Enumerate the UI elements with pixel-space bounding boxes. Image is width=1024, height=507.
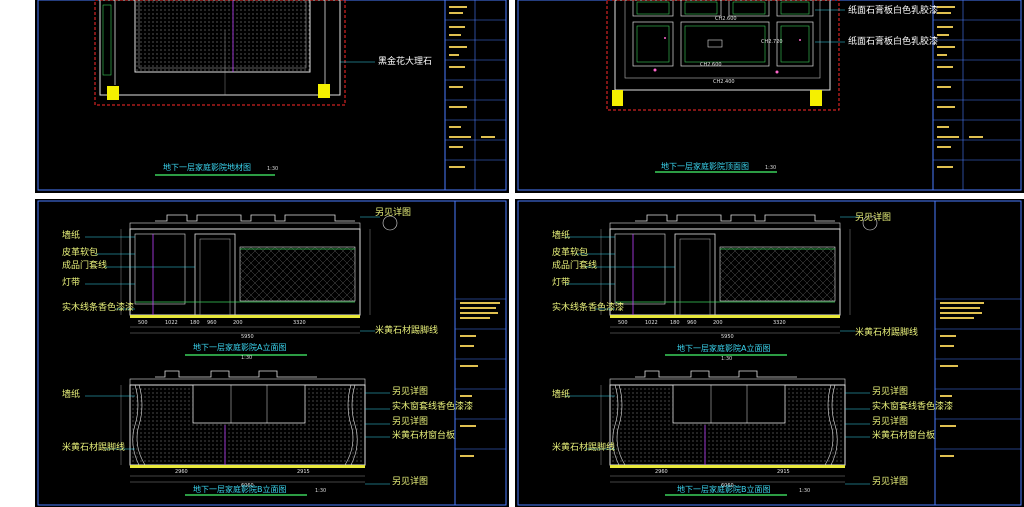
- dimension-total: 5950: [721, 334, 734, 340]
- elevations-drawing: [517, 200, 1022, 506]
- callout-label: 另见详图: [392, 477, 429, 487]
- callout-label: 米黄石材踢脚线: [375, 326, 439, 336]
- drawing-title: 地下一层家庭影院B立面图: [677, 485, 771, 494]
- callout-label: 灯带: [62, 278, 81, 288]
- callout-label: 灯带: [552, 278, 571, 288]
- drawing-scale: 1:30: [267, 166, 279, 172]
- material-label: 黑金花大理石: [378, 57, 433, 67]
- drawing-panel-elevations-right: 墙纸 皮革软包 成品门套线 灯带 实木线条香色漆漆 另见详图 米黄石材踢脚线 5…: [515, 199, 1024, 507]
- callout-label: 另见详图: [872, 417, 909, 427]
- ceiling-height-tag: CH2.600: [715, 16, 737, 22]
- dimension-text: 500: [138, 320, 148, 326]
- callout-label: 另见详图: [375, 208, 412, 218]
- callout-label: 实木窗套线香色漆漆: [872, 402, 954, 412]
- dimension-text: 3320: [293, 320, 306, 326]
- callout-label: 另见详图: [392, 417, 429, 427]
- callout-label: 成品门套线: [552, 261, 598, 271]
- dimension-text: 180: [190, 320, 200, 326]
- callout-label: 米黄石材踢脚线: [855, 328, 919, 338]
- drawing-title: 地下一层家庭影院B立面图: [193, 485, 287, 494]
- drawing-title: 地下一层家庭影院顶面图: [661, 162, 749, 171]
- material-label: 纸面石膏板白色乳胶漆: [848, 6, 939, 16]
- dimension-text: 2960: [175, 469, 188, 475]
- drawing-title: 地下一层家庭影院A立面图: [677, 344, 771, 353]
- drawing-panel-elevations-left: 墙纸 皮革软包 成品门套线 灯带 实木线条香色漆漆 另见详图 米黄石材踢脚线 5…: [35, 199, 509, 507]
- dimension-text: 960: [207, 320, 217, 326]
- dimension-text: 200: [713, 320, 723, 326]
- callout-label: 实木线条香色漆漆: [552, 303, 625, 313]
- ceiling-plan-drawing: [517, 0, 1022, 191]
- dimension-total: 6060: [721, 483, 734, 489]
- drawing-scale: 1:30: [765, 165, 777, 171]
- callout-label: 皮革软包: [552, 248, 589, 258]
- drawing-panel-floor-plan: 黑金花大理石 地下一层家庭影院地材图 1:30: [35, 0, 509, 193]
- ceiling-height-tag: CH2.400: [713, 79, 735, 85]
- callout-label: 另见详图: [872, 387, 909, 397]
- callout-label: 墙纸: [62, 231, 81, 241]
- callout-label: 墙纸: [552, 231, 571, 241]
- material-label: 纸面石膏板白色乳胶漆: [848, 37, 939, 47]
- dimension-text: 200: [233, 320, 243, 326]
- drawing-scale: 1:30: [721, 356, 733, 362]
- callout-label: 实木线条香色漆漆: [62, 303, 135, 313]
- dimension-text: 180: [670, 320, 680, 326]
- callout-label: 米黄石材踢脚线: [552, 443, 616, 453]
- drawing-scale: 1:30: [241, 355, 253, 361]
- dimension-text: 2915: [777, 469, 790, 475]
- ceiling-height-tag: CH2.720: [761, 39, 783, 45]
- callout-label: 实木窗套线香色漆漆: [392, 402, 474, 412]
- dimension-text: 2960: [655, 469, 668, 475]
- callout-label: 成品门套线: [62, 261, 108, 271]
- dimension-text: 500: [618, 320, 628, 326]
- dimension-text: 960: [687, 320, 697, 326]
- callout-label: 米黄石材窗台板: [872, 431, 936, 441]
- callout-label: 另见详图: [855, 213, 892, 223]
- ceiling-height-tag: CH2.600: [700, 62, 722, 68]
- dimension-text: 3320: [773, 320, 786, 326]
- dimension-text: 1022: [645, 320, 658, 326]
- drawing-title: 地下一层家庭影院地材图: [163, 163, 251, 172]
- callout-label: 米黄石材窗台板: [392, 431, 456, 441]
- elevations-drawing: [37, 200, 507, 506]
- callout-label: 皮革软包: [62, 248, 99, 258]
- drawing-panel-ceiling-plan: CH2.600 CH2.720 CH2.400 CH2.600 纸面石膏板白色乳…: [515, 0, 1024, 193]
- drawing-title: 地下一层家庭影院A立面图: [193, 343, 287, 352]
- dimension-text: 1022: [165, 320, 178, 326]
- drawing-scale: 1:30: [315, 488, 327, 494]
- floor-plan-drawing: [37, 0, 507, 191]
- callout-label: 米黄石材踢脚线: [62, 443, 126, 453]
- callout-label: 另见详图: [392, 387, 429, 397]
- dimension-text: 2915: [297, 469, 310, 475]
- callout-label: 另见详图: [872, 477, 909, 487]
- dimension-total: 5950: [241, 334, 254, 340]
- dimension-total: 6060: [241, 483, 254, 489]
- drawing-scale: 1:30: [799, 488, 811, 494]
- callout-label: 墙纸: [552, 390, 571, 400]
- callout-label: 墙纸: [62, 390, 81, 400]
